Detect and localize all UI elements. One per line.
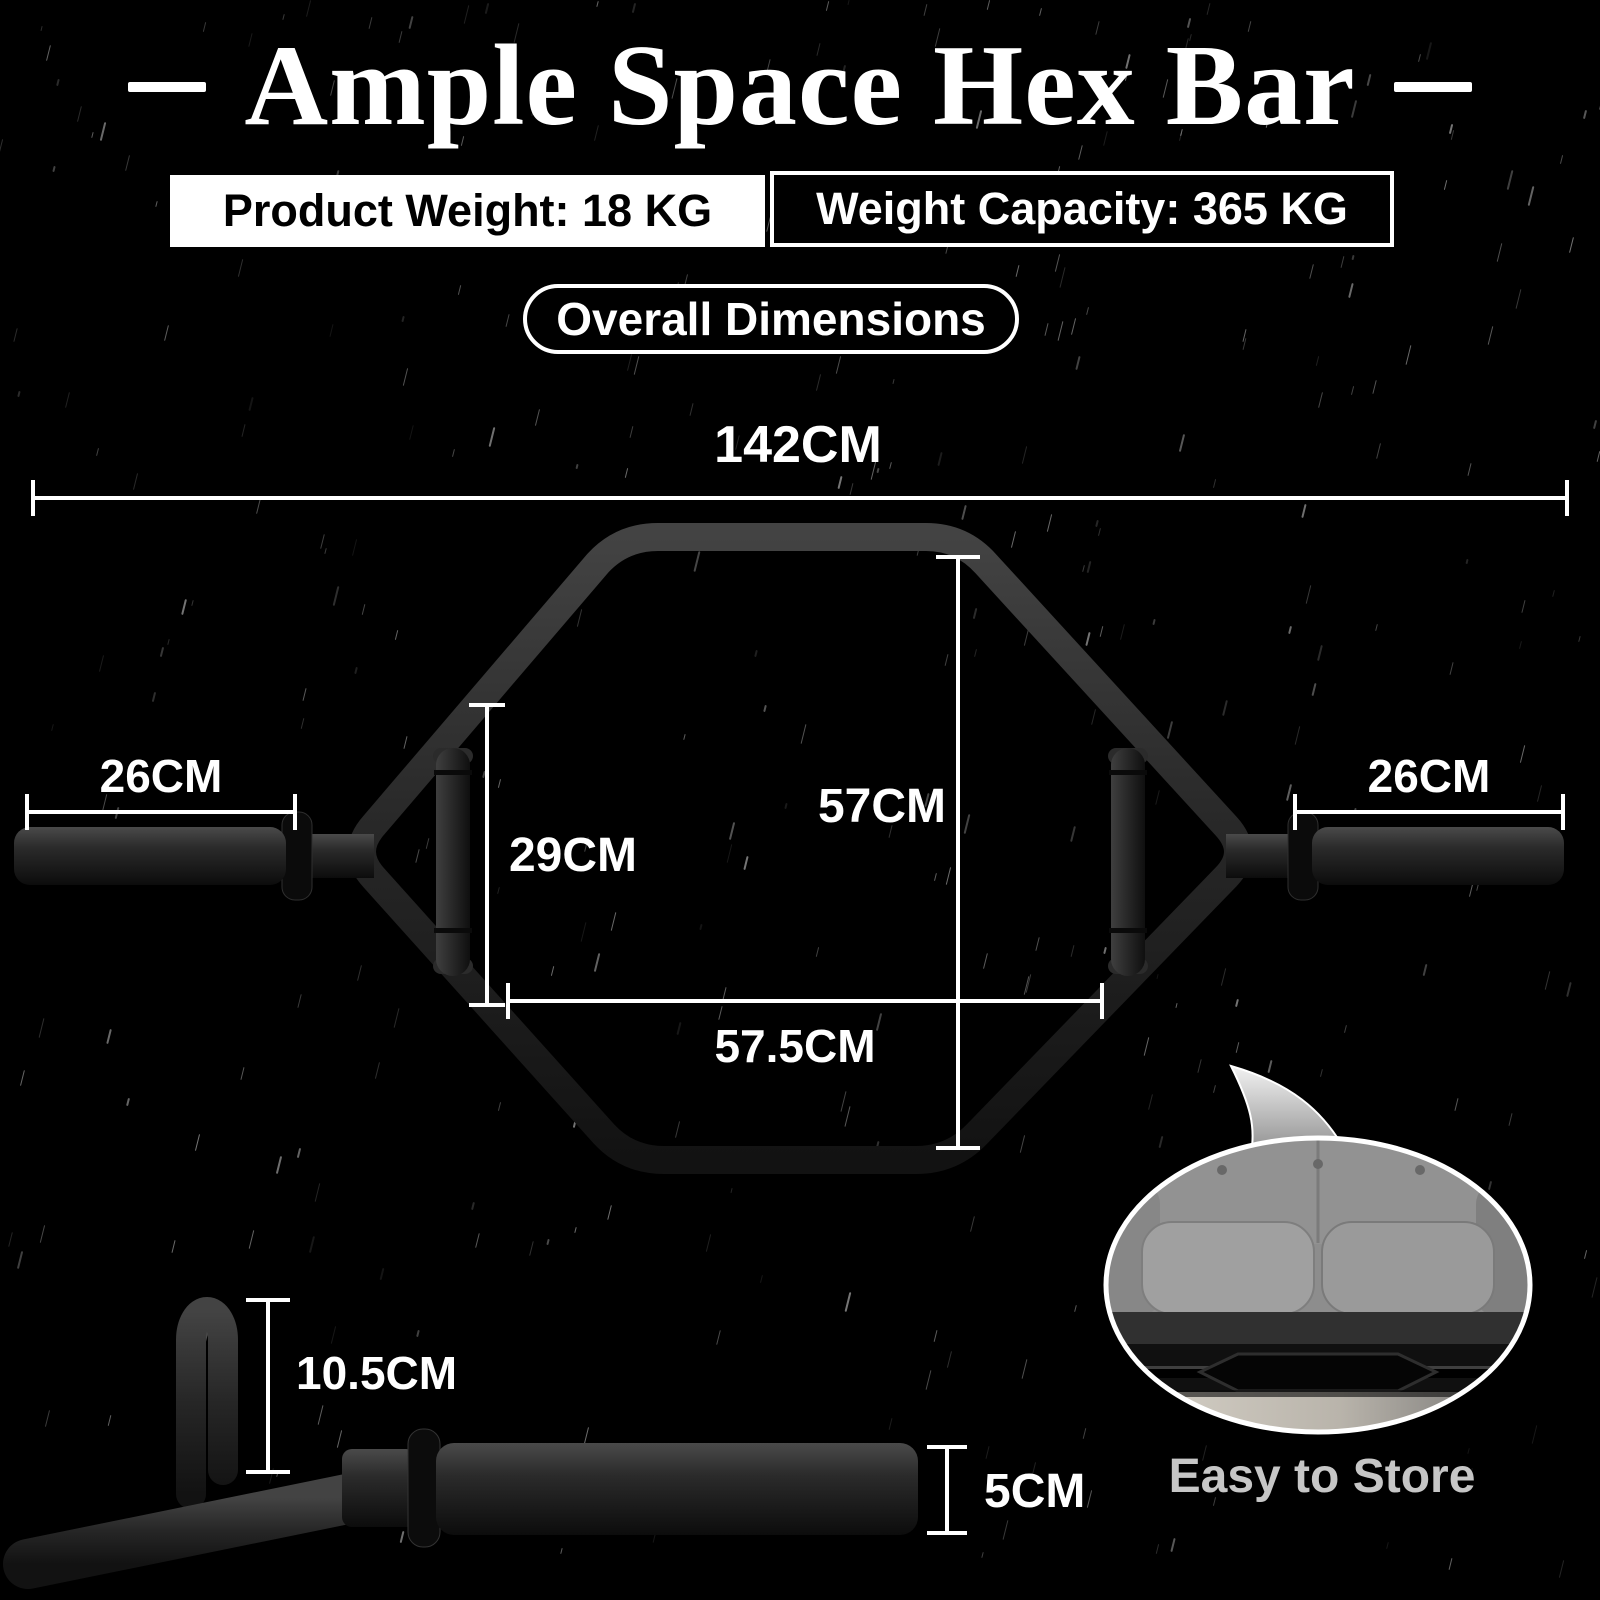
overall-dimensions-pill: Overall Dimensions — [523, 284, 1019, 354]
stored-hex-bar — [1196, 1352, 1440, 1393]
right-sleeve-length-label: 26CM — [1368, 750, 1491, 802]
title-dash-right-icon — [1393, 81, 1472, 92]
inner-height-label: 57CM — [818, 780, 946, 833]
sleeve-diameter-label: 5CM — [984, 1465, 1085, 1518]
right-grip-handle — [1108, 748, 1148, 976]
hexagon-frame — [348, 523, 1252, 1174]
product-weight-badge: Product Weight: 18 KG — [170, 175, 765, 247]
page-title: Ample Space Hex Bar — [0, 20, 1600, 153]
left-sleeve-length-label: 26CM — [100, 750, 223, 802]
side-view-collar — [407, 1428, 441, 1548]
easy-to-store-caption: Easy to Store — [1169, 1450, 1476, 1503]
left-grip-handle — [433, 748, 473, 976]
storage-inset: Easy to Store — [1103, 1064, 1533, 1503]
side-view-boss — [342, 1449, 416, 1527]
left-sleeve — [14, 811, 374, 901]
right-sleeve — [1226, 811, 1564, 901]
hex-bar-top-view — [14, 523, 1564, 1174]
inset-border — [1103, 1135, 1533, 1435]
page-title-text: Ample Space Hex Bar — [244, 22, 1356, 150]
title-dash-left-icon — [128, 81, 207, 92]
sofa-photo — [1106, 1138, 1530, 1432]
side-view-handle — [176, 1297, 238, 1509]
dimension-lines — [25, 480, 1569, 1535]
bar-side-view — [3, 1297, 918, 1589]
handle-length-label: 29CM — [509, 829, 637, 882]
inner-width-label: 57.5CM — [714, 1020, 875, 1072]
overall-length-label: 142CM — [714, 416, 882, 474]
handle-rise-label: 10.5CM — [296, 1347, 457, 1399]
side-view-frame-tube — [3, 1473, 377, 1589]
weight-capacity-badge: Weight Capacity: 365 KG — [770, 171, 1394, 247]
side-view-sleeve — [436, 1443, 918, 1535]
